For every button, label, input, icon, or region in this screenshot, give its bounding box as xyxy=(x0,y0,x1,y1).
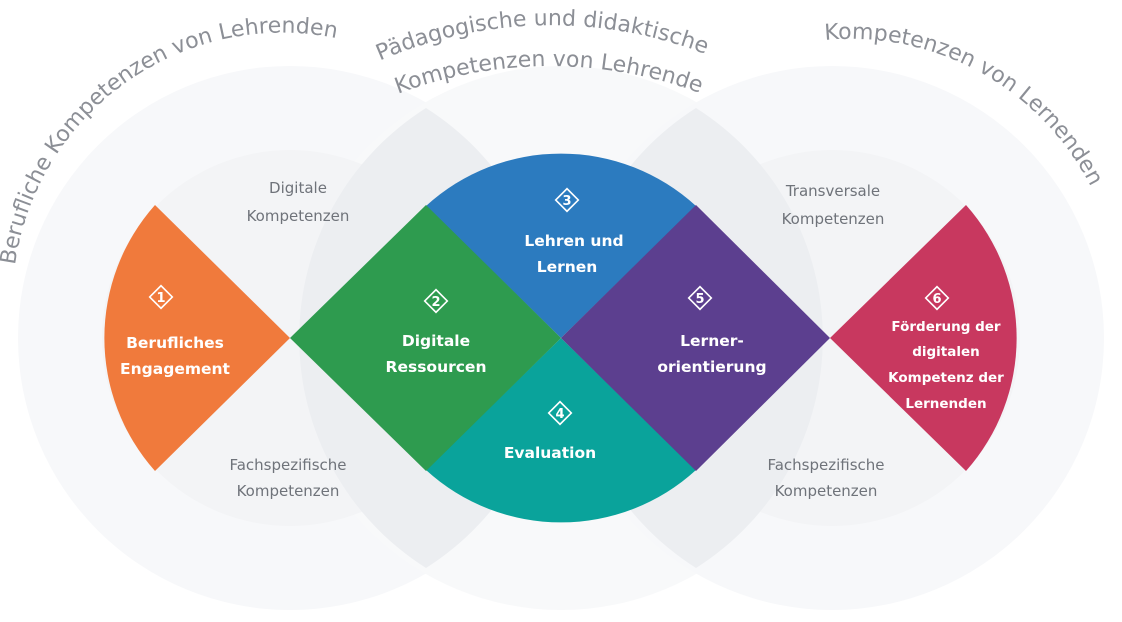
label-subject-right-2: Kompetenzen xyxy=(775,482,878,500)
area-2-number-badge xyxy=(423,288,449,314)
area-4-number-badge xyxy=(547,400,573,426)
area-6-label-3: Kompetenz der xyxy=(888,370,1004,386)
area-2-label-2: Ressourcen xyxy=(386,358,487,376)
area-3-number-badge xyxy=(554,187,580,213)
area-4-number: 4 xyxy=(555,407,564,422)
label-digital-competences-2: Kompetenzen xyxy=(247,207,350,225)
area-5: 5 Lerner- orientierung xyxy=(561,205,830,471)
area-1-number: 1 xyxy=(156,291,165,306)
area-6-shape xyxy=(830,205,1017,471)
label-transversal-1: Transversale xyxy=(785,182,880,200)
area-3: 3 Lehren und Lernen xyxy=(426,153,696,338)
area-6-label-4: Lernenden xyxy=(905,396,986,412)
area-3-shape xyxy=(426,153,696,338)
label-subject-right-1: Fachspezifische xyxy=(767,456,884,474)
area-6: 6 Förderung der digitalen Kompetenz der … xyxy=(830,205,1017,471)
area-4: 4 Evaluation xyxy=(426,338,696,523)
area-2: 2 Digitale Ressourcen xyxy=(290,205,561,471)
area-5-label-2: orientierung xyxy=(657,358,766,376)
area-3-label-1: Lehren und xyxy=(524,232,623,250)
area-6-number: 6 xyxy=(932,292,941,307)
area-5-shape xyxy=(561,205,830,471)
area-4-label: Evaluation xyxy=(504,444,596,462)
area-2-label-1: Digitale xyxy=(402,332,470,350)
area-2-number: 2 xyxy=(431,295,440,310)
label-digital-competences-1: Digitale xyxy=(269,179,327,197)
area-1-label-1: Berufliches xyxy=(126,334,224,352)
area-1-number-badge xyxy=(148,284,174,310)
area-6-label-1: Förderung der xyxy=(891,319,1000,335)
label-transversal-2: Kompetenzen xyxy=(782,210,885,228)
label-subject-left-1: Fachspezifische xyxy=(229,456,346,474)
area-2-shape xyxy=(290,205,561,471)
area-3-label-2: Lernen xyxy=(537,258,598,276)
area-3-number: 3 xyxy=(562,194,571,209)
label-subject-left-2: Kompetenzen xyxy=(237,482,340,500)
area-6-label-2: digitalen xyxy=(912,344,980,360)
area-4-shape xyxy=(426,338,696,523)
area-5-number: 5 xyxy=(695,292,704,307)
area-1-shape xyxy=(104,205,290,471)
area-5-label-1: Lerner- xyxy=(680,332,744,350)
area-1: 1 Berufliches Engagement xyxy=(104,205,290,471)
area-5-number-badge xyxy=(687,285,713,311)
area-1-label-2: Engagement xyxy=(120,360,230,378)
area-6-number-badge xyxy=(924,285,950,311)
